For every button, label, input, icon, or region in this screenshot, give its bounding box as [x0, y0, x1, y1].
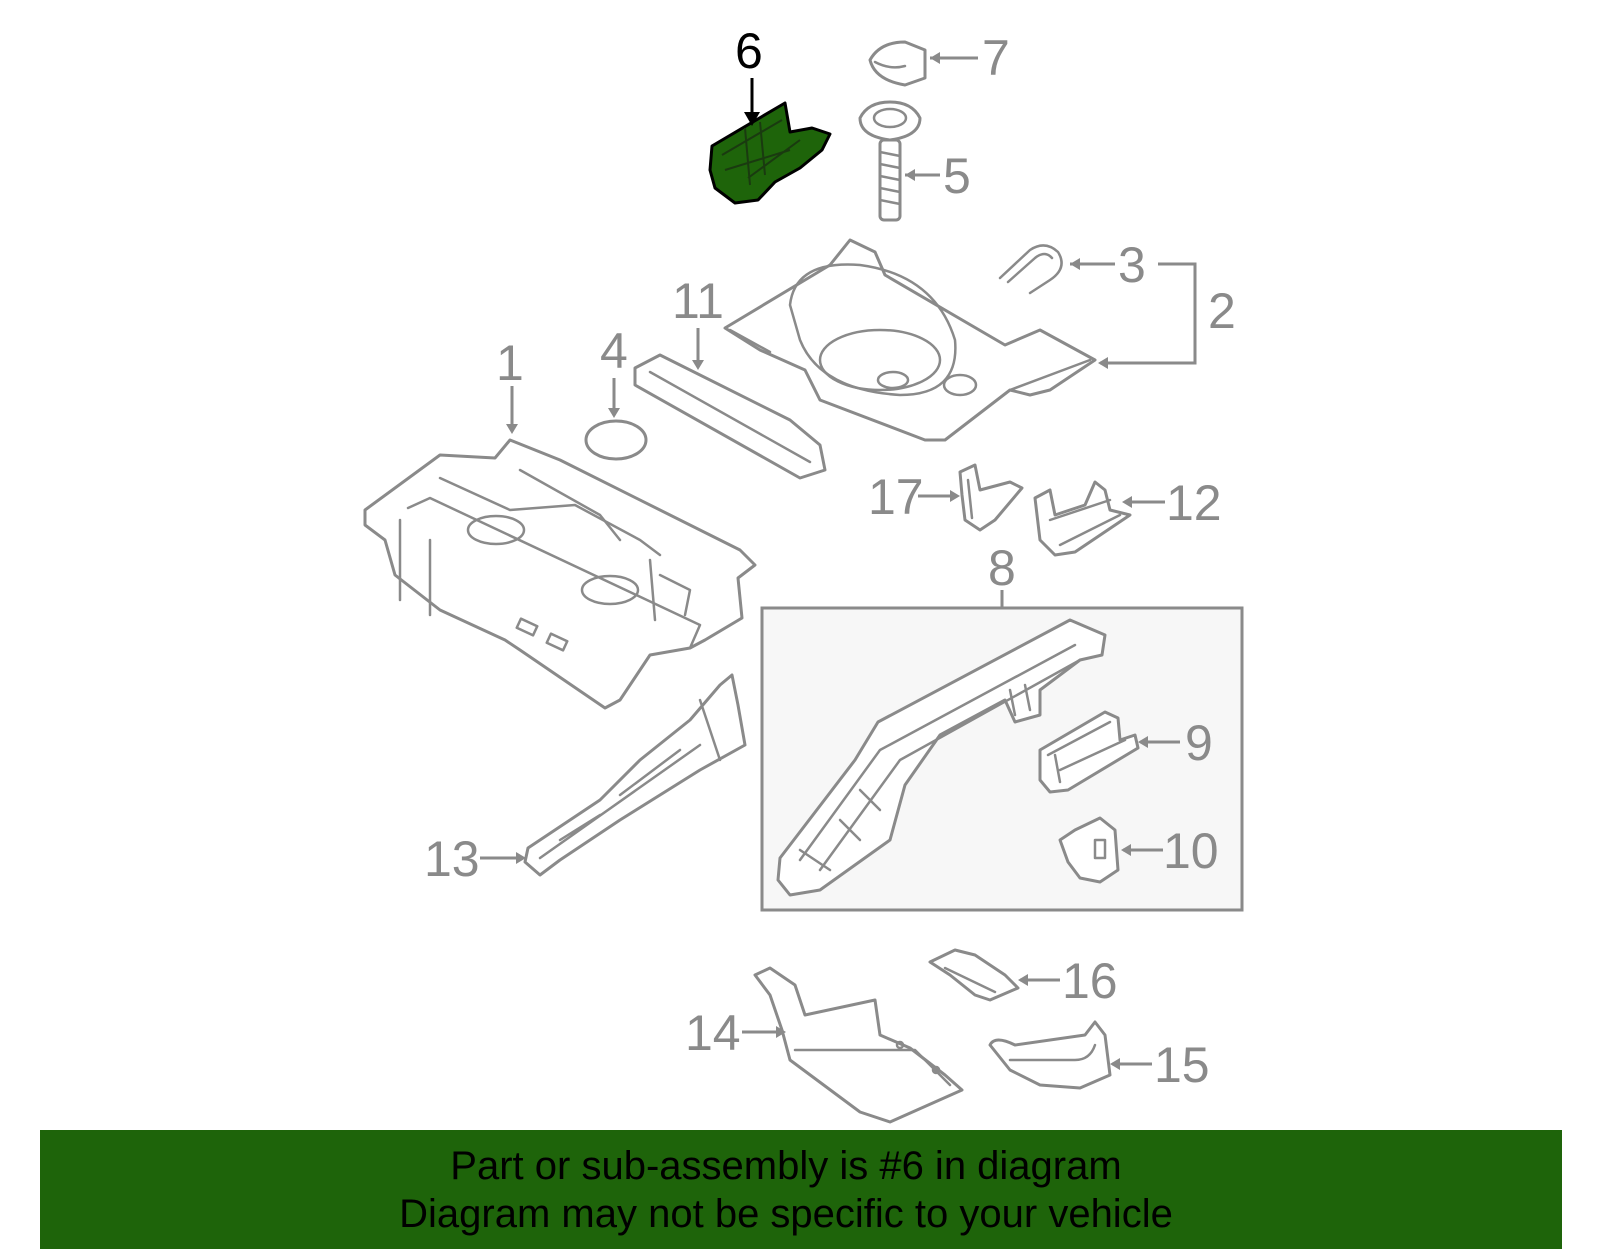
part-14-arrowhead [776, 1026, 786, 1038]
footer-banner: Part or sub-assembly is #6 in diagram Di… [40, 1130, 1562, 1249]
part-2 [723, 238, 1097, 442]
callout-16: 16 [1062, 953, 1118, 1009]
part-2-arrowhead [1098, 357, 1108, 369]
part-15-arrowhead [1110, 1058, 1120, 1070]
footer-line-2: Diagram may not be specific to your vehi… [399, 1191, 1173, 1236]
part-6-arrowhead [744, 112, 760, 126]
part-14 [753, 966, 964, 1124]
part-7-arrowhead [930, 52, 940, 64]
part-7 [868, 40, 927, 87]
callout-2: 2 [1208, 283, 1236, 339]
callout-15: 15 [1154, 1037, 1210, 1093]
part-1-arrowhead [506, 424, 518, 434]
part-13-arrowhead [516, 852, 526, 864]
part-9 [1038, 710, 1140, 794]
footer-line-1: Part or sub-assembly is #6 in diagram [450, 1143, 1122, 1188]
callout-11: 11 [672, 273, 724, 329]
part-10-arrowhead [1121, 844, 1131, 856]
part-10 [1058, 816, 1120, 884]
part-15 [988, 1020, 1112, 1090]
callout-17: 17 [868, 469, 924, 525]
part-3-arrowhead [1070, 258, 1080, 270]
callout-6: 6 [735, 23, 763, 79]
part-11-arrowhead [692, 360, 704, 370]
part-5-arrowhead [905, 169, 915, 181]
callout-12: 12 [1166, 475, 1222, 531]
part-11 [633, 353, 827, 480]
part-2-bracket [1100, 262, 1197, 365]
callout-3: 3 [1118, 237, 1146, 293]
callout-13: 13 [424, 831, 480, 887]
part-3 [998, 244, 1063, 295]
part-17-arrowhead [950, 490, 960, 502]
part-9-arrowhead [1138, 736, 1148, 748]
callout-7: 7 [982, 30, 1010, 86]
part-12-arrowhead [1122, 496, 1132, 508]
part-13 [523, 673, 747, 877]
callout-9: 9 [1185, 715, 1213, 771]
part-6-detail [721, 119, 801, 186]
part-17 [958, 463, 1024, 532]
part-1 [363, 438, 757, 710]
callout-8: 8 [988, 540, 1016, 596]
part-12 [1033, 480, 1132, 557]
part-4-arrowhead [608, 408, 620, 418]
callout-1: 1 [496, 335, 524, 391]
part-16 [928, 948, 1020, 1002]
part-6-highlighted [708, 101, 832, 205]
callout-5: 5 [943, 148, 971, 204]
part-6-shape [708, 101, 832, 205]
callout-10: 10 [1163, 823, 1219, 879]
callout-14: 14 [685, 1005, 741, 1061]
part-8 [776, 618, 1107, 897]
part-5 [858, 100, 922, 222]
part-4 [584, 419, 648, 461]
part-16-arrowhead [1018, 974, 1028, 986]
callout-4: 4 [600, 323, 628, 379]
